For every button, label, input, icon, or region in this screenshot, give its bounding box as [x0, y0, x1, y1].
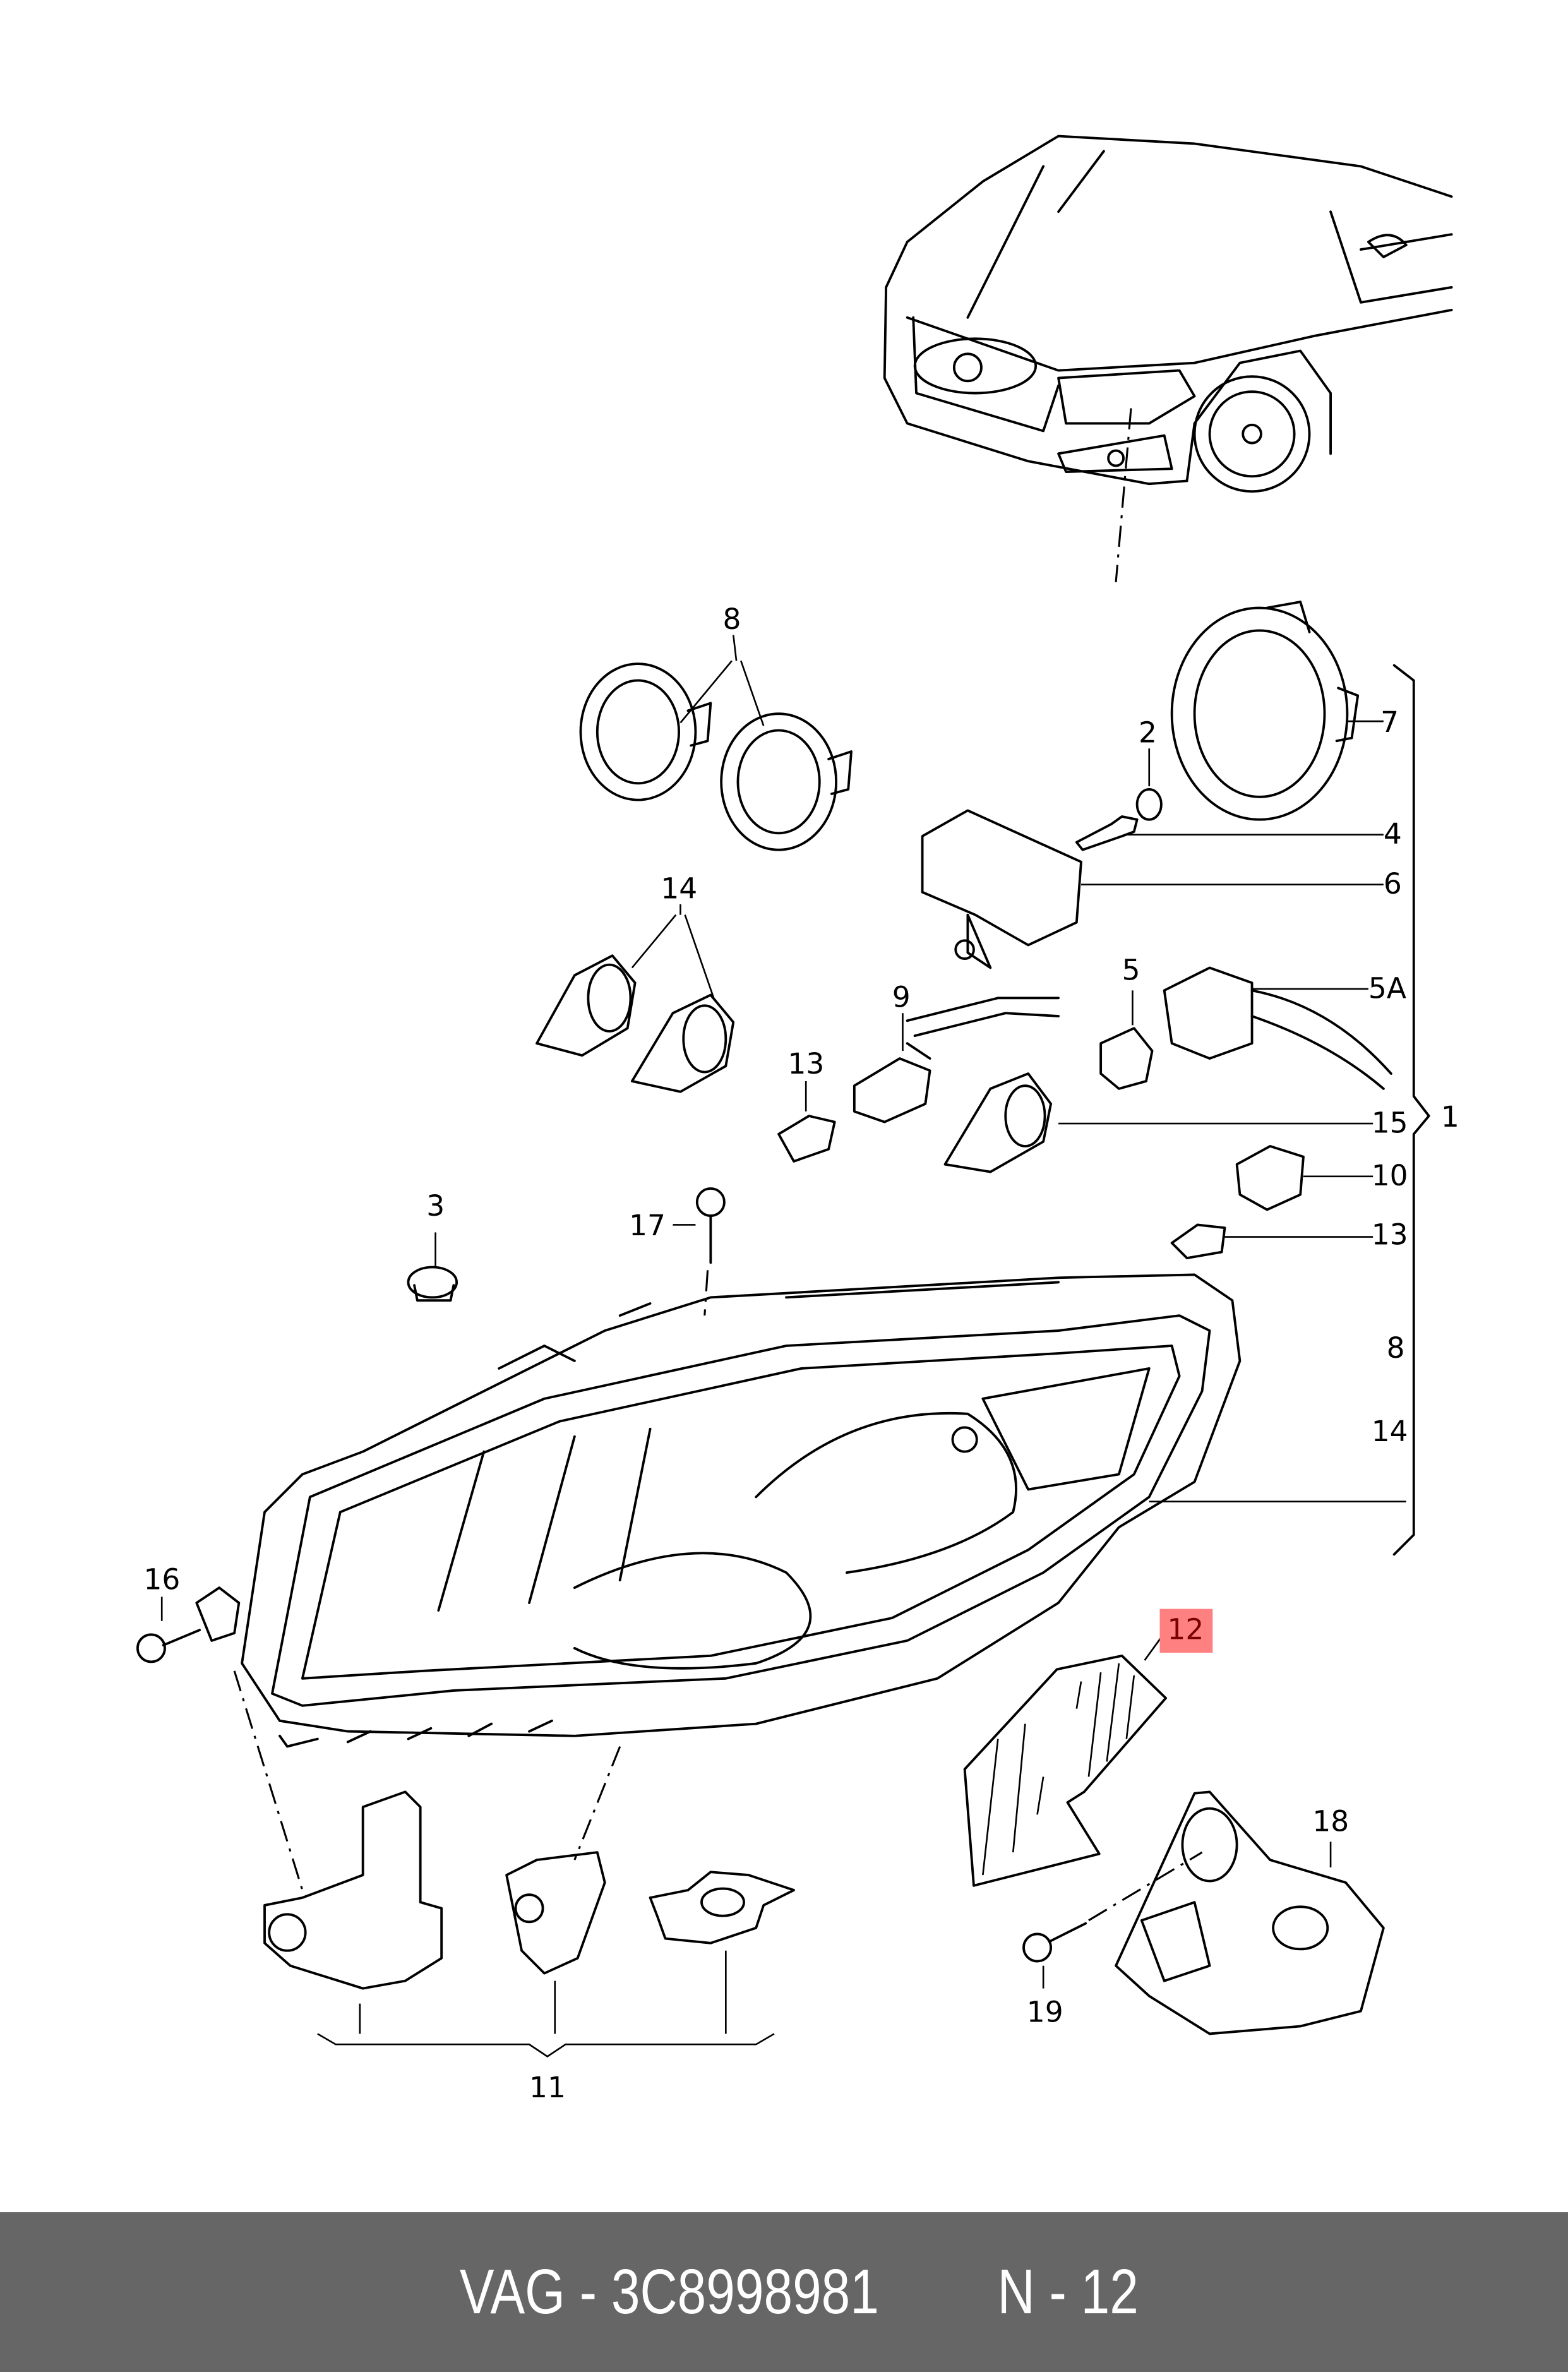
bulbs-14 — [536, 904, 735, 1093]
group-bracket-1 — [1392, 664, 1430, 1556]
small-parts — [777, 966, 1392, 1260]
footer-bar: VAG - 3C8998981 N - 12 — [0, 2212, 1568, 2372]
callout-3: 3 — [426, 1189, 445, 1223]
callout-11: 11 — [529, 2071, 566, 2104]
lens-part-12 — [963, 1608, 1213, 1887]
callout-7: 7 — [1380, 705, 1399, 739]
ring-part-7 — [1170, 601, 1384, 821]
fasteners-3-17 — [407, 1187, 726, 1316]
callout-14: 14 — [1372, 1415, 1408, 1448]
callout-19: 19 — [1027, 1995, 1063, 2028]
position-number: N - 12 — [997, 2256, 1139, 2327]
callout-1: 1 — [1441, 1100, 1459, 1134]
callout-14: 14 — [661, 872, 697, 905]
highlight-box — [1159, 1608, 1213, 1653]
callout-10: 10 — [1372, 1159, 1408, 1192]
parts-diagram: 8 7 2 4 6 14 5 5A 9 13 1 15 10 3 17 13 8… — [136, 135, 1459, 2104]
callout-16: 16 — [143, 1563, 180, 1596]
callout-2: 2 — [1139, 716, 1157, 750]
callout-9: 9 — [892, 981, 911, 1014]
bracket-18-screw-19 — [1022, 1790, 1385, 2035]
callout-labels: 8 7 2 4 6 14 5 5A 9 13 1 15 10 3 17 13 8… — [143, 602, 1459, 2104]
callout-18: 18 — [1312, 1805, 1349, 1838]
brackets-11 — [233, 1670, 795, 2058]
callout-17: 17 — [629, 1209, 666, 1242]
vehicle-illustration — [883, 135, 1453, 582]
ring-part-8 — [579, 635, 853, 851]
callout-13: 13 — [787, 1047, 824, 1081]
part-number: VAG - 3C8998981 — [460, 2256, 880, 2327]
adjuster-motor-parts — [921, 748, 1384, 969]
callout-5: 5 — [1122, 954, 1140, 987]
callout-4: 4 — [1384, 817, 1402, 851]
callout-15: 15 — [1372, 1106, 1408, 1139]
callout-8: 8 — [1387, 1331, 1405, 1365]
callout-8: 8 — [723, 602, 741, 636]
headlight-assembly — [195, 1273, 1406, 1748]
callout-6: 6 — [1384, 867, 1402, 901]
callout-5a: 5A — [1368, 971, 1406, 1005]
callout-12: 12 — [1167, 1613, 1204, 1646]
callout-13: 13 — [1372, 1218, 1408, 1252]
screw-16 — [136, 1596, 201, 1663]
